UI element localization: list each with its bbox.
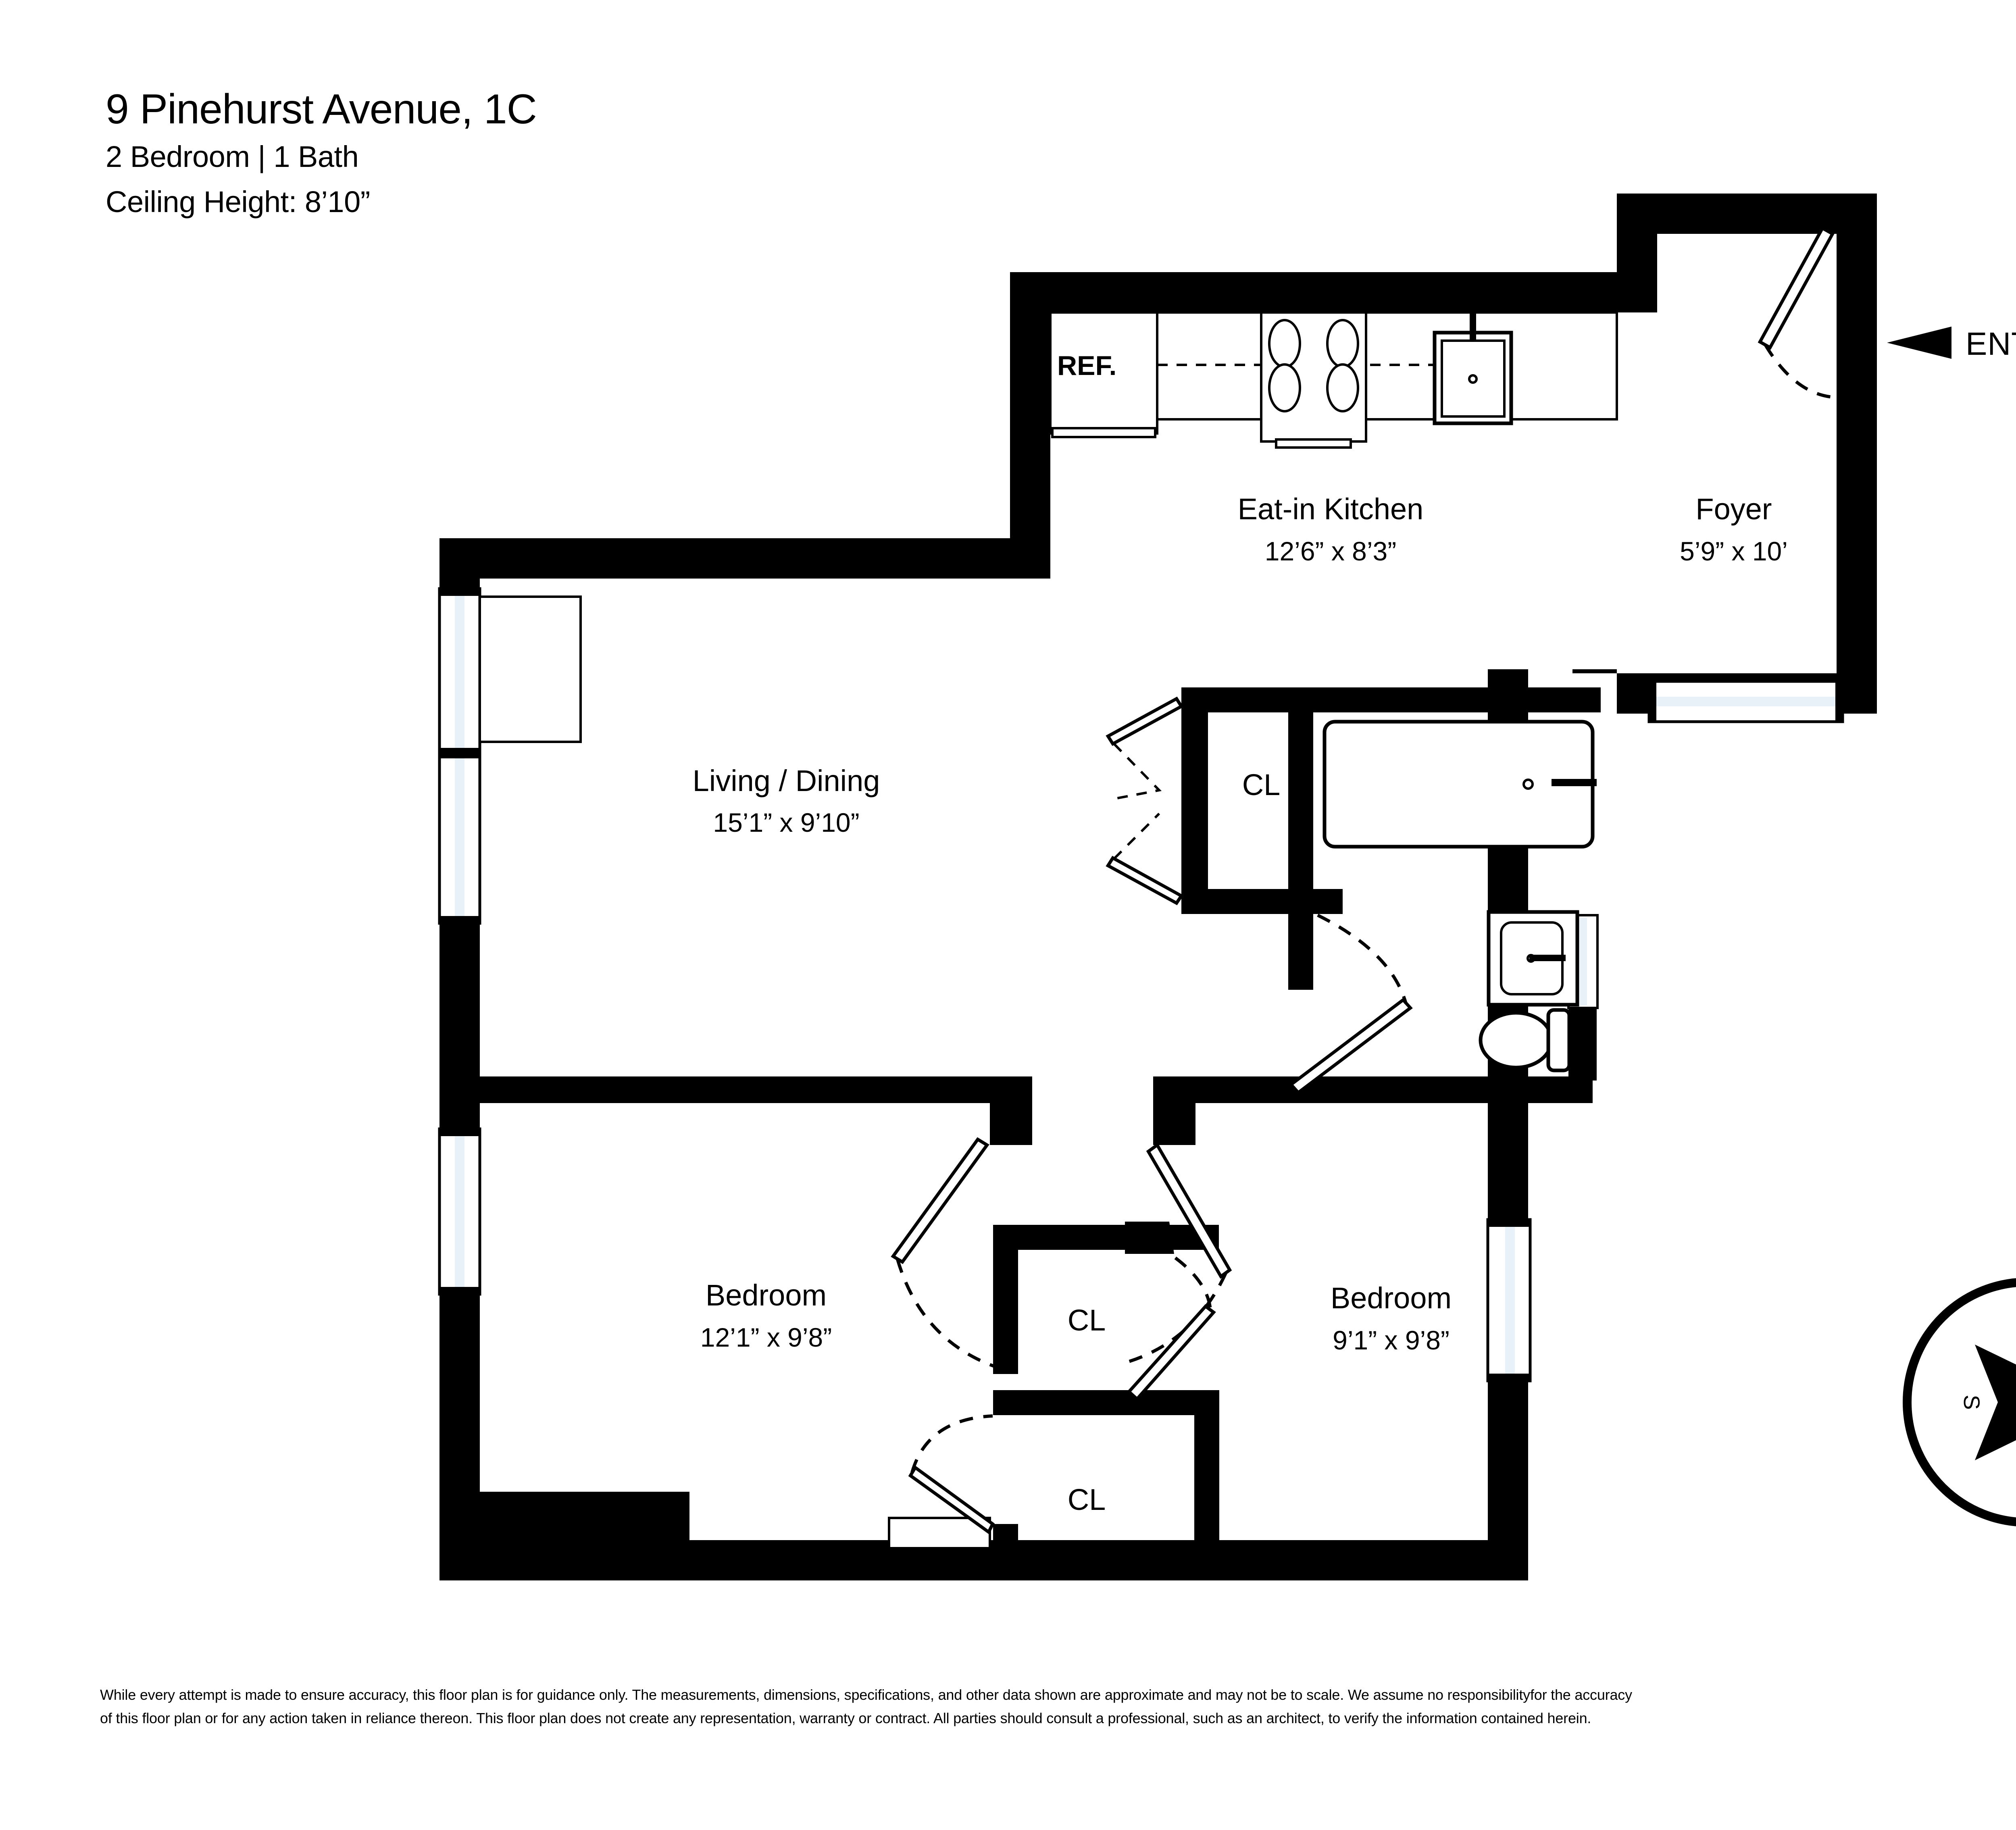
foyer-right-wall [1837, 194, 1877, 673]
room-label-bedroom-right: Bedroom [1331, 1281, 1452, 1315]
toilet-tank [1546, 1008, 1571, 1072]
burner-icon [1268, 363, 1301, 412]
interior-wall-closet-right [1288, 687, 1313, 913]
room-dims-bedroom-right: 9’1” x 9’8” [1333, 1325, 1450, 1355]
interior-wall-closet-bottom [1181, 889, 1343, 914]
compass-rose: N S W E [1903, 1278, 2016, 1526]
burner-icon [1326, 363, 1359, 412]
entry-marker: ENTRY [1887, 326, 2016, 362]
refrigerator [1049, 311, 1158, 435]
closet-block-left-wall-lower [993, 1524, 1018, 1552]
room-label-living: Living / Dining [693, 764, 880, 797]
vanity-faucet-icon [1529, 955, 1566, 961]
room-label-foyer: Foyer [1695, 492, 1772, 526]
window-foyer-bottom [1647, 680, 1844, 723]
header-block: 9 Pinehurst Avenue, 1C 2 Bedroom | 1 Bat… [106, 85, 537, 225]
closet-label-bath: CL [1242, 768, 1281, 802]
interior-wall-bath-top [1181, 687, 1601, 712]
room-dims-bedroom-left: 12’1” x 9’8” [700, 1322, 832, 1352]
door-bedroom-right[interactable] [1124, 1143, 1232, 1364]
tub-faucet-icon [1552, 779, 1597, 786]
sink-faucet-icon [1470, 299, 1476, 339]
refrigerator-label: REF. [1057, 350, 1116, 381]
burner-icon [1326, 319, 1359, 368]
disclaimer-line-2: of this floor plan or for any action tak… [100, 1710, 1591, 1727]
disclaimer-block: While every attempt is made to ensure ac… [100, 1683, 2016, 1730]
compass-label-south: S [1959, 1395, 1985, 1409]
room-dims-living: 15’1” x 9’10” [713, 808, 859, 837]
door-closet-bath[interactable] [1106, 696, 1184, 906]
entry-label: ENTRY [1966, 326, 2016, 362]
interior-wall-bath-left-lower [1288, 889, 1313, 990]
door-bedroom-left[interactable] [891, 1137, 1009, 1372]
room-label-bedroom-left: Bedroom [706, 1278, 827, 1312]
exterior-wall-bottom-left-block [439, 1492, 689, 1580]
kitchen-counter-run [1049, 299, 1618, 449]
page-title: 9 Pinehurst Avenue, 1C [106, 86, 537, 133]
door-closet-lower[interactable] [908, 1414, 995, 1534]
door-entry[interactable] [1758, 226, 1835, 399]
disclaimer-line-1: While every attempt is made to ensure ac… [100, 1686, 1632, 1703]
compass-label-west: W [2014, 1332, 2016, 1353]
interior-wall-livingroom-bottom [480, 1076, 1032, 1103]
compass-needle-icon [1975, 1345, 2016, 1460]
interior-wall-closet-left [1181, 687, 1208, 913]
room-dims-kitchen: 12’6” x 8’3” [1265, 536, 1397, 566]
tub-drain-icon [1522, 779, 1534, 790]
closet-block-divider [993, 1390, 1219, 1415]
closet-door-jamb-upper [1125, 1222, 1174, 1254]
door-closet-upper[interactable] [1127, 1256, 1216, 1401]
compass-label-east: E [2014, 1455, 2016, 1470]
burner-icon [1268, 319, 1301, 368]
closet-block-top-wall [993, 1225, 1219, 1250]
window-living-left [438, 587, 481, 925]
bathroom-fixtures [1322, 720, 1597, 1072]
entry-arrow-icon [1887, 327, 1951, 359]
door-jamb-bedroom-left [990, 1076, 1032, 1145]
window-bedroom-right [1486, 1218, 1532, 1382]
door-jamb-bedroom-right [1153, 1076, 1195, 1145]
interior-wall-bath-bottom [1153, 1076, 1593, 1103]
closet-block-right-wall [1194, 1390, 1219, 1551]
beds-baths-line: 2 Bedroom | 1 Bath [106, 139, 359, 173]
radiator-living [479, 595, 582, 743]
window-bedroom-left [438, 1127, 481, 1296]
closet-label-upper: CL [1068, 1303, 1106, 1337]
door-bathroom[interactable] [1289, 914, 1413, 1095]
room-label-kitchen: Eat-in Kitchen [1238, 492, 1424, 526]
closet-label-lower: CL [1068, 1483, 1106, 1516]
ceiling-height-line: Ceiling Height: 8’10” [106, 185, 370, 219]
radiator-bedroom-left [888, 1517, 991, 1549]
sink-drain-icon [1468, 374, 1478, 384]
room-dims-foyer: 5’9” x 10’ [1680, 536, 1788, 566]
toilet-bowl [1479, 1011, 1554, 1070]
